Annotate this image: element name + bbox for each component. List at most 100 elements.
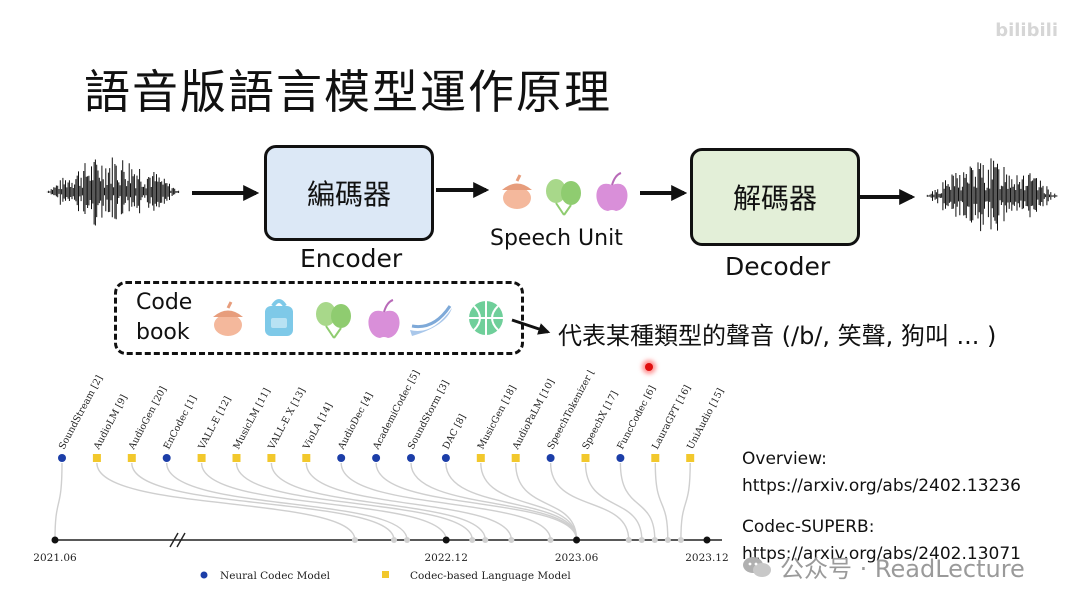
balloons-icon — [316, 302, 351, 339]
reference-link[interactable]: https://arxiv.org/abs/2402.13071 — [742, 544, 1021, 564]
codec-lm-marker — [197, 454, 206, 462]
apple-icon — [368, 299, 400, 338]
timeline-model: MusicLM [11] — [231, 387, 476, 543]
laser-pointer-dot — [645, 363, 653, 371]
model-label: VALL-E [12] — [196, 395, 234, 453]
axis-point — [482, 537, 489, 543]
model-label: VALL-E X [13] — [266, 386, 308, 452]
model-connector-line — [200, 462, 447, 541]
axis-tick-dot — [442, 536, 450, 544]
decoder-box: 解碼器 — [690, 148, 860, 246]
axis-point — [547, 537, 554, 543]
timeline-legend: Neural Codec Model Codec-based Language M… — [200, 570, 571, 582]
model-label: MusicLM [11] — [231, 387, 272, 452]
legend-lm-marker — [382, 571, 389, 578]
codebook-label-line2: book — [136, 320, 190, 345]
axis-point — [351, 537, 358, 543]
axis-point — [469, 537, 476, 543]
model-label: AudioLM [9] — [91, 393, 130, 452]
model-connector-line — [235, 462, 473, 541]
axis-break-mark — [169, 532, 186, 548]
axis-point — [664, 537, 671, 543]
codec-timeline-chart: SoundStream [2]AudioLM [9]AudioGen [20]E… — [33, 370, 728, 582]
neural-codec-marker — [441, 454, 450, 462]
balloons-icon — [546, 179, 581, 216]
codec-lm-marker — [651, 454, 660, 462]
axis-point — [677, 537, 684, 543]
waveform-output-icon — [926, 158, 1058, 232]
legend-neural-label: Neural Codec Model — [220, 570, 331, 582]
codec-lm-marker — [232, 454, 241, 462]
axis-tick-label: 2021.06 — [33, 552, 77, 564]
axis-tick-label: 2023.12 — [685, 552, 728, 564]
codec-lm-marker — [267, 454, 276, 462]
axis-tick-label: 2022.12 — [424, 552, 467, 564]
codec-lm-marker — [302, 454, 311, 462]
model-connector-line — [305, 462, 513, 541]
model-connector-line — [340, 462, 552, 541]
timeline-model: LauraGPT [16] — [650, 383, 693, 543]
wechat-watermark: 公众号 · ReadLecture — [742, 549, 1025, 584]
model-label: VioLA [14] — [301, 401, 335, 452]
wechat-icon — [743, 556, 771, 577]
bilibili-watermark: bilibili — [995, 20, 1058, 41]
encoder-box: 編碼器 — [264, 145, 434, 241]
model-label: AudioDec [4] — [336, 391, 376, 453]
axis-tick-dot — [573, 536, 581, 544]
model-connector-line — [619, 462, 656, 541]
model-connector-line — [480, 462, 578, 541]
reference-heading: Overview: — [742, 449, 827, 469]
reference-link[interactable]: https://arxiv.org/abs/2402.13236 — [742, 476, 1021, 496]
waveform-input-icon — [46, 157, 180, 226]
wechat-account-label: 公众号 · ReadLecture — [780, 555, 1025, 583]
axis-tick-label: 2023.06 — [555, 552, 599, 564]
model-label: UniAudio [15] — [685, 387, 726, 452]
speech-unit-label: Speech Unit — [490, 226, 623, 251]
model-connector-line — [270, 462, 486, 541]
axis-point — [508, 537, 515, 543]
backpack-icon — [265, 299, 293, 336]
model-connector-line — [375, 462, 578, 541]
codebook-label-line1: Code — [136, 290, 193, 315]
legend-neural-marker — [200, 571, 208, 579]
codec-lm-marker — [686, 454, 695, 462]
codec-lm-marker — [581, 454, 590, 462]
model-label: DAC [8] — [441, 412, 469, 451]
codec-lm-marker — [92, 454, 101, 462]
codec-lm-marker — [127, 454, 136, 462]
apple-icon — [596, 172, 628, 211]
axis-tick-dot — [51, 536, 59, 544]
decoder-label: Decoder — [725, 252, 831, 281]
model-connector-line — [584, 462, 643, 541]
slide-title: 語音版語言模型運作原理 — [84, 65, 612, 119]
model-label: EnCodec [1] — [162, 394, 200, 452]
encoder-box-label: 編碼器 — [306, 178, 391, 211]
pipeline-diagram — [46, 157, 1058, 339]
timeline-model: VALL-E X [13] — [266, 386, 489, 543]
acorn-icon — [213, 301, 243, 336]
model-connector-line — [680, 462, 691, 541]
codebook-frame — [114, 281, 524, 355]
axis-point — [651, 537, 658, 543]
codec-lm-marker — [476, 454, 485, 462]
reference-codec-superb: Codec-SUPERB: https://arxiv.org/abs/2402… — [742, 514, 1021, 568]
model-connector-line — [654, 462, 669, 541]
model-connector-line — [445, 462, 578, 541]
neural-codec-marker — [407, 454, 415, 462]
model-connector-line — [131, 462, 395, 541]
neural-codec-marker — [546, 454, 555, 462]
axis-tick-dot — [703, 536, 711, 544]
model-connector-line — [549, 462, 630, 541]
reference-heading: Codec-SUPERB: — [742, 517, 875, 537]
neural-codec-marker — [616, 454, 625, 462]
codec-lm-marker — [511, 454, 520, 462]
encoder-label: Encoder — [300, 244, 403, 273]
axis-point — [638, 537, 645, 543]
model-connector-line — [96, 462, 356, 541]
model-connector-line — [166, 462, 408, 541]
neural-codec-marker — [372, 454, 381, 462]
acorn-icon — [502, 174, 532, 209]
legend-lm-label: Codec-based Language Model — [410, 570, 571, 582]
banana-icon — [410, 305, 452, 336]
axis-point — [625, 537, 632, 543]
